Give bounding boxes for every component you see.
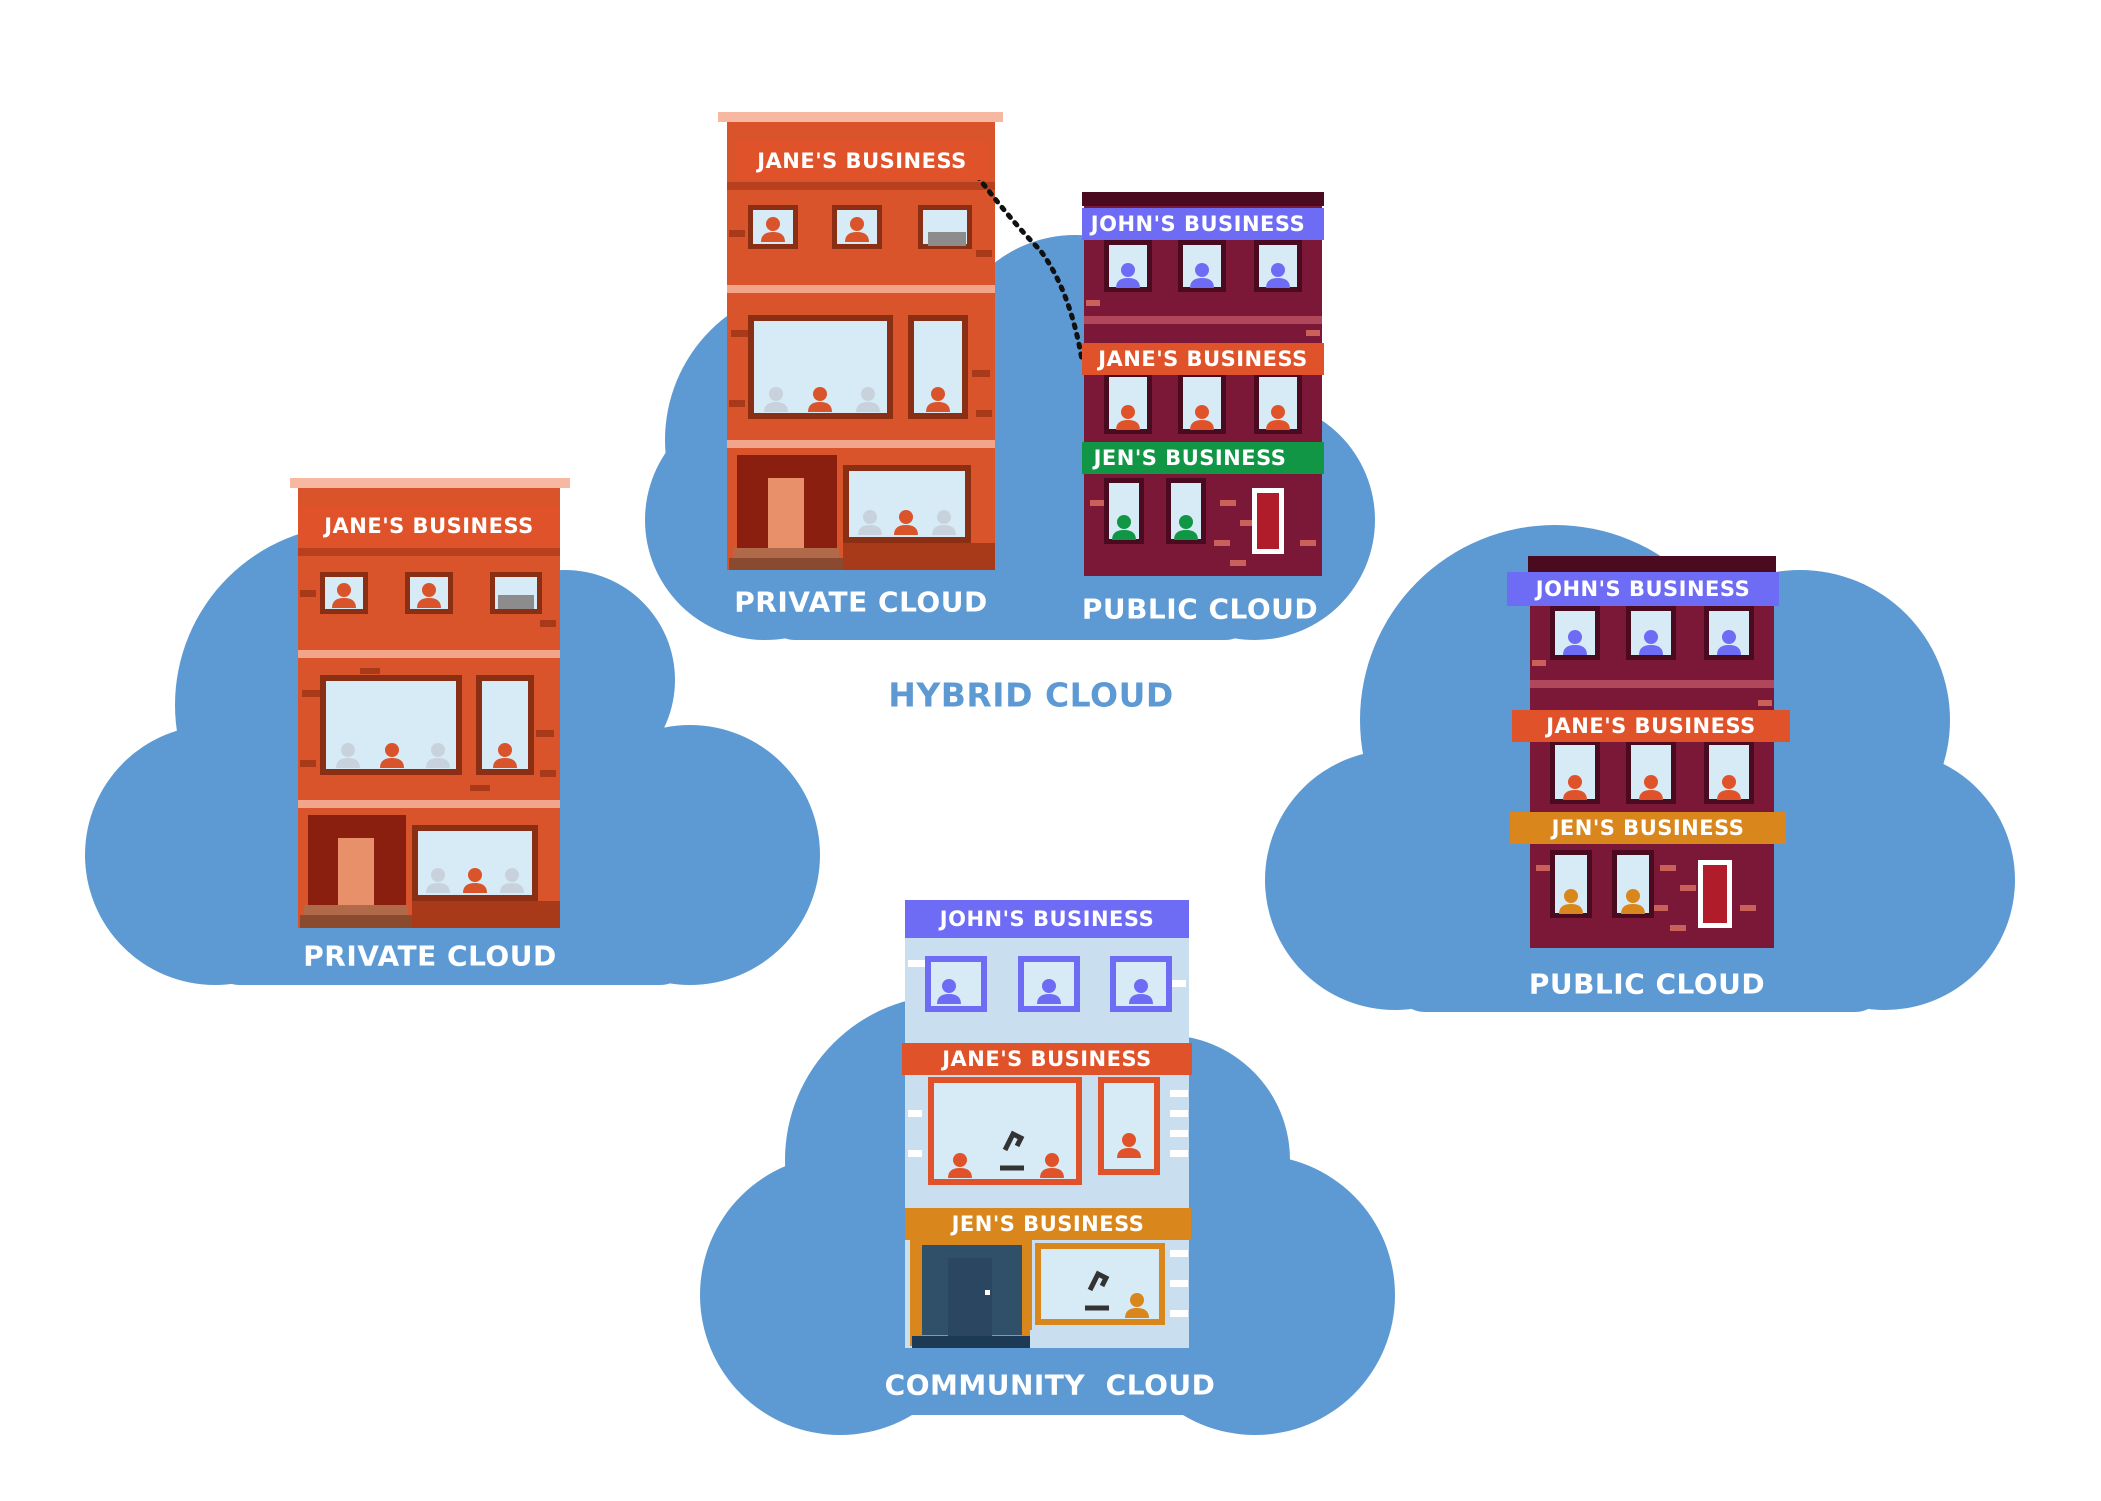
private-sign: JANE'S BUSINESS <box>298 506 560 546</box>
public-sign-jen-label: JEN'S BUSINESS <box>1551 816 1745 840</box>
community-sign-john: JOHN'S BUSINESS <box>905 900 1189 938</box>
hybrid-public-sign-jane: JANE'S BUSINESS <box>1082 343 1324 375</box>
public-sign-jane: JANE'S BUSINESS <box>1512 710 1790 742</box>
community-building <box>905 900 1189 1348</box>
public-sign-john-label: JOHN'S BUSINESS <box>1535 577 1751 601</box>
community-sign-jane: JANE'S BUSINESS <box>902 1043 1192 1075</box>
hybrid-public-sign-john: JOHN'S BUSINESS <box>1082 208 1324 240</box>
public-cloud-label: PUBLIC CLOUD <box>1528 967 1766 1001</box>
community-cloud-label: COMMUNITY CLOUD <box>884 1368 1216 1402</box>
hybrid-public-sign-jen: JEN'S BUSINESS <box>1082 442 1324 474</box>
community-sign-john-label: JOHN'S BUSINESS <box>939 907 1155 931</box>
public-cloud-shape <box>1265 525 2015 1012</box>
hybrid-private-cloud-label: PRIVATE CLOUD <box>734 585 988 619</box>
private-building <box>290 478 570 928</box>
hybrid-public-sign-jen-label: JEN'S BUSINESS <box>1093 446 1287 470</box>
community-sign-jen-label: JEN'S BUSINESS <box>951 1212 1145 1236</box>
public-sign-john: JOHN'S BUSINESS <box>1507 572 1779 606</box>
private-cloud-label: PRIVATE CLOUD <box>303 939 557 973</box>
hybrid-private-sign-label: JANE'S BUSINESS <box>757 149 967 173</box>
hybrid-public-sign-jane-label: JANE'S BUSINESS <box>1098 347 1308 371</box>
hybrid-public-cloud-label: PUBLIC CLOUD <box>1081 592 1319 626</box>
public-sign-jane-label: JANE'S BUSINESS <box>1546 714 1756 738</box>
private-sign-label: JANE'S BUSINESS <box>324 514 534 538</box>
hybrid-connection-line <box>962 157 1085 363</box>
public-building <box>1528 556 1776 948</box>
hybrid-cloud-title: HYBRID CLOUD <box>888 675 1174 715</box>
hybrid-private-sign: JANE'S BUSINESS <box>735 142 989 180</box>
community-sign-jen: JEN'S BUSINESS <box>905 1208 1191 1240</box>
hybrid-public-building <box>1082 192 1324 576</box>
public-sign-jen: JEN'S BUSINESS <box>1510 812 1786 844</box>
hybrid-public-sign-john-label: JOHN'S BUSINESS <box>1090 212 1306 236</box>
community-sign-jane-label: JANE'S BUSINESS <box>942 1047 1152 1071</box>
hybrid-private-building <box>718 112 1003 570</box>
